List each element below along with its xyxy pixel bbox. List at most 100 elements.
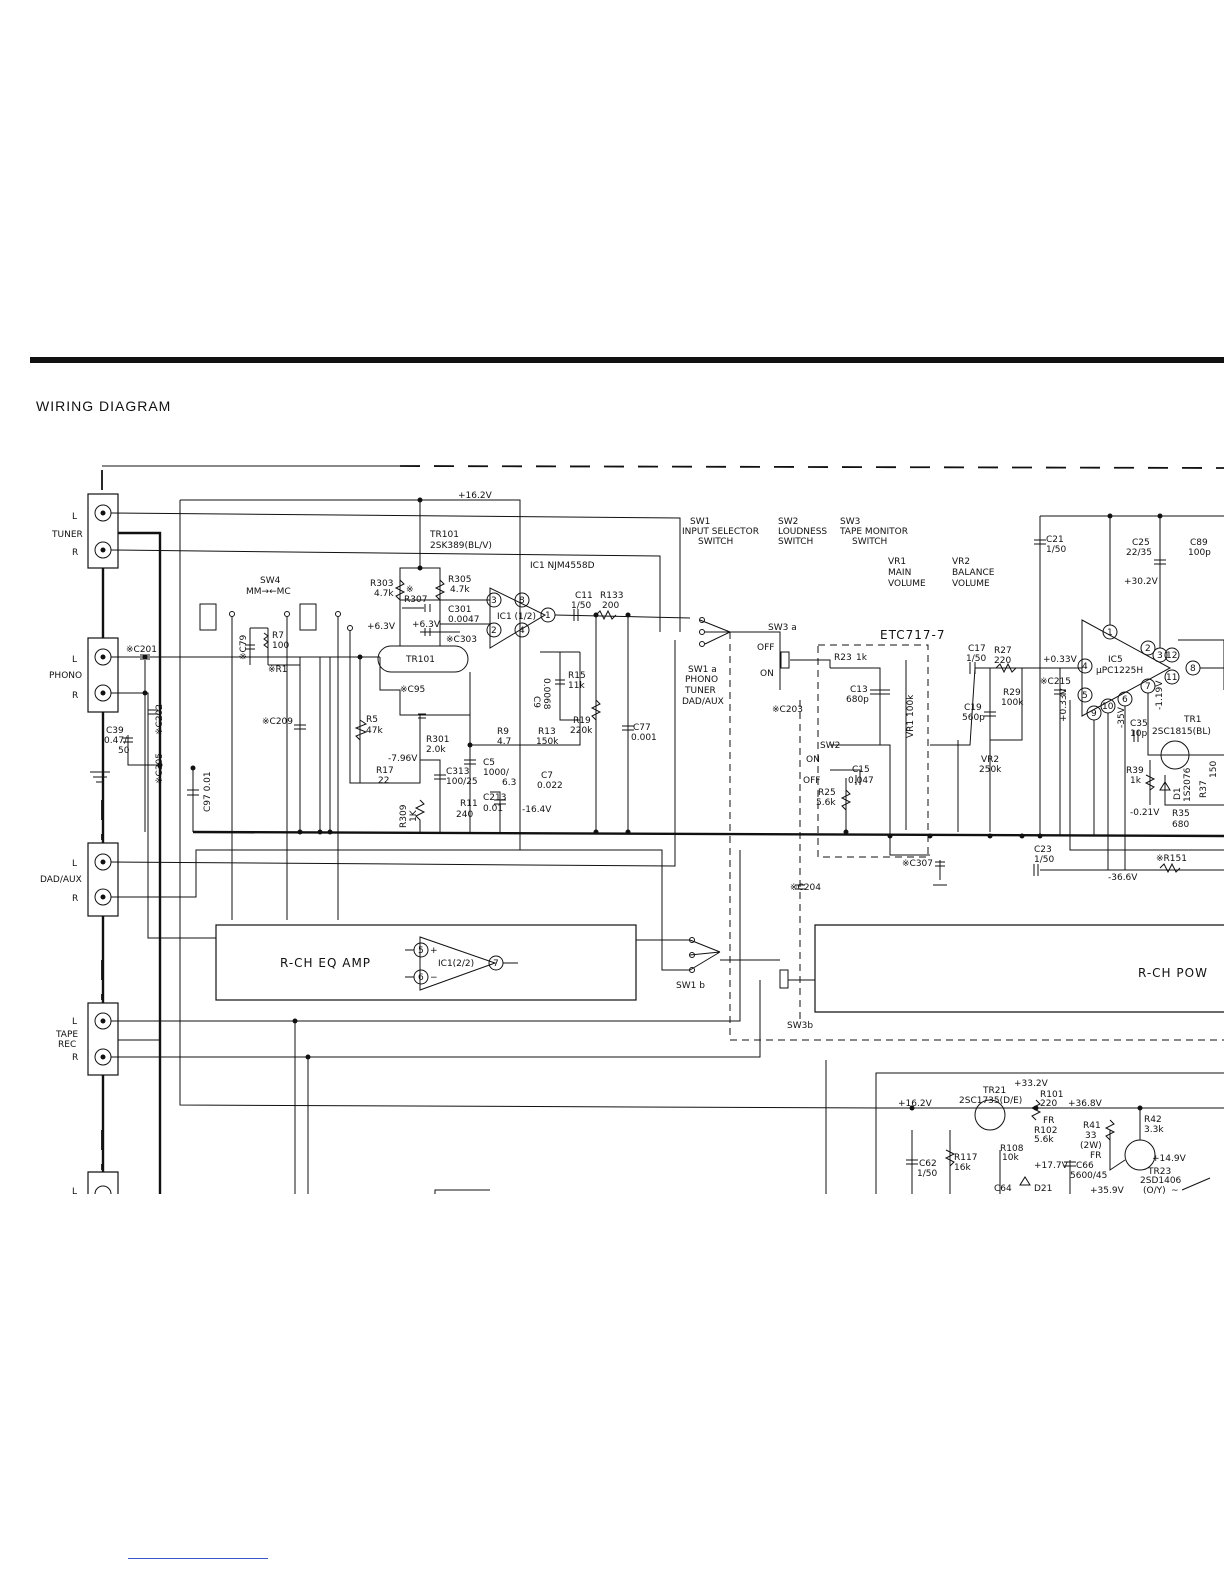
d21-label: D21 [1034,1184,1052,1194]
r309-val: 1K [409,809,419,822]
c39-val2: 50 [118,746,130,756]
c7-val: 0.022 [537,781,563,791]
c313-ref: C313 [446,767,469,777]
c19-branch [984,668,996,832]
junction-dots [142,497,1163,1111]
r9-val: 4.7 [497,737,511,747]
c23-branch [1033,864,1224,876]
r102-val: 5.6k [1034,1135,1054,1145]
c209-label: ※C209 [262,717,293,727]
power-label: R-CH POW [1138,966,1208,980]
dad-r-label: R [72,894,78,904]
sw1b-contacts [689,939,780,971]
sw2-id: SW2 [778,517,798,527]
r309-zigzag [414,799,426,832]
d1-part: 1S2076 [1183,767,1193,802]
c213-val: 0.01 [483,804,503,814]
psu-arrow [1181,1177,1211,1191]
ic1-half: IC1 (1/2) [497,612,536,622]
tr23-transistor [1124,1139,1156,1171]
c213-plates [494,799,506,805]
r303-val: 4.7k [374,589,394,599]
ic5-pin3-num: 3 [1157,651,1163,661]
r133-zigzag [595,609,617,621]
tr1-transistor [1160,740,1190,770]
vr2-ref: VR2 [981,755,999,765]
tr101-part: 2SK389(BL/V) [430,541,492,551]
c9-val: 0.0068 [541,678,551,710]
c23-ref: C23 [1034,845,1052,855]
ic5-supply [1040,515,1224,648]
sw4-switch [199,603,380,920]
c301-plates [424,604,431,612]
c202-plates [148,709,158,715]
ic1-opamp [489,587,547,649]
c62-val: 1/50 [917,1169,937,1179]
c62-ref: C62 [919,1159,937,1169]
sw1a-id: SW1 a [688,665,717,675]
frame-top-dashed [399,465,1224,469]
r108-val: 10k [1002,1153,1019,1163]
ic1-pin3-num: 3 [491,596,497,606]
dad-l-label: L [72,859,77,869]
sw3a-out [790,659,831,668]
r17-branch [380,760,421,784]
ic1-pin8-num: 8 [519,596,525,606]
d1-ref: D1 [1173,787,1183,800]
r151-zigzag [1159,862,1181,874]
c15-val: 0.047 [848,776,874,786]
c97-label: C97 0.01 [203,771,213,812]
next-l-label: L [72,1187,77,1197]
r5-val: 47k [366,726,383,736]
r13-val: 150k [536,737,559,747]
r7-ref: R7 [272,631,284,641]
r41-val: 33 [1085,1131,1096,1141]
ic1-output [554,614,691,619]
sw4-mode: MM→←MC [246,587,291,597]
ic5-ref: IC5 [1108,655,1123,665]
c89-val: 100p [1188,548,1211,558]
r15-ref: R15 [568,671,586,681]
c9-ref: C9 [531,696,541,708]
eq-amp-plus: + [430,946,438,956]
c39-val: 0.47/ [104,736,128,746]
ic1-input-wires [400,599,490,625]
ic1-pin2-num: 2 [491,626,497,636]
tape-l-label: L [72,1017,77,1027]
ic5-pin2-num: 2 [1145,644,1151,654]
c97-symbol [187,789,199,796]
wire-dad-l [110,640,676,867]
sw1a-contacts [699,619,731,645]
wire-tape-l [111,850,741,1022]
eq-amp-ic: IC1(2/2) [438,959,474,969]
ic5-pin8-num: 8 [1190,664,1196,674]
c15-ref: C15 [852,765,870,775]
c77-ref: C77 [633,723,651,733]
v-14-9: +14.9V [1152,1154,1187,1164]
c13-plates [870,689,890,695]
off-label-2: OFF [803,776,820,786]
tape-label: TAPE [55,1030,78,1040]
sw1b-node1 [689,937,695,943]
v-36-8: +36.8V [1068,1099,1103,1109]
fr-mark-1: FR [1043,1116,1054,1126]
rec-label: REC [58,1040,76,1050]
sw1-line2: SWITCH [698,537,733,547]
r117-ref: R117 [954,1153,977,1163]
tr1-ref: TR1 [1183,715,1201,725]
c89-ref: C89 [1190,538,1208,548]
sw1a-node3 [699,641,705,647]
sw3a-wire [730,631,781,690]
c305-label: ※C305 [155,753,165,784]
vr1-line2: VOLUME [888,579,926,589]
c39-lead [127,735,160,766]
c5-val: 1000/ [483,768,510,778]
sw3b-body [779,969,789,989]
footer-link-underline [128,1558,268,1559]
r7-zigzag [263,632,269,649]
c17-ref: C17 [968,644,986,654]
r39-branch [1144,760,1156,805]
r37-ref: R37 [1199,780,1209,798]
sw1a-node1 [699,617,705,623]
jack-tape-rec [87,1002,119,1076]
